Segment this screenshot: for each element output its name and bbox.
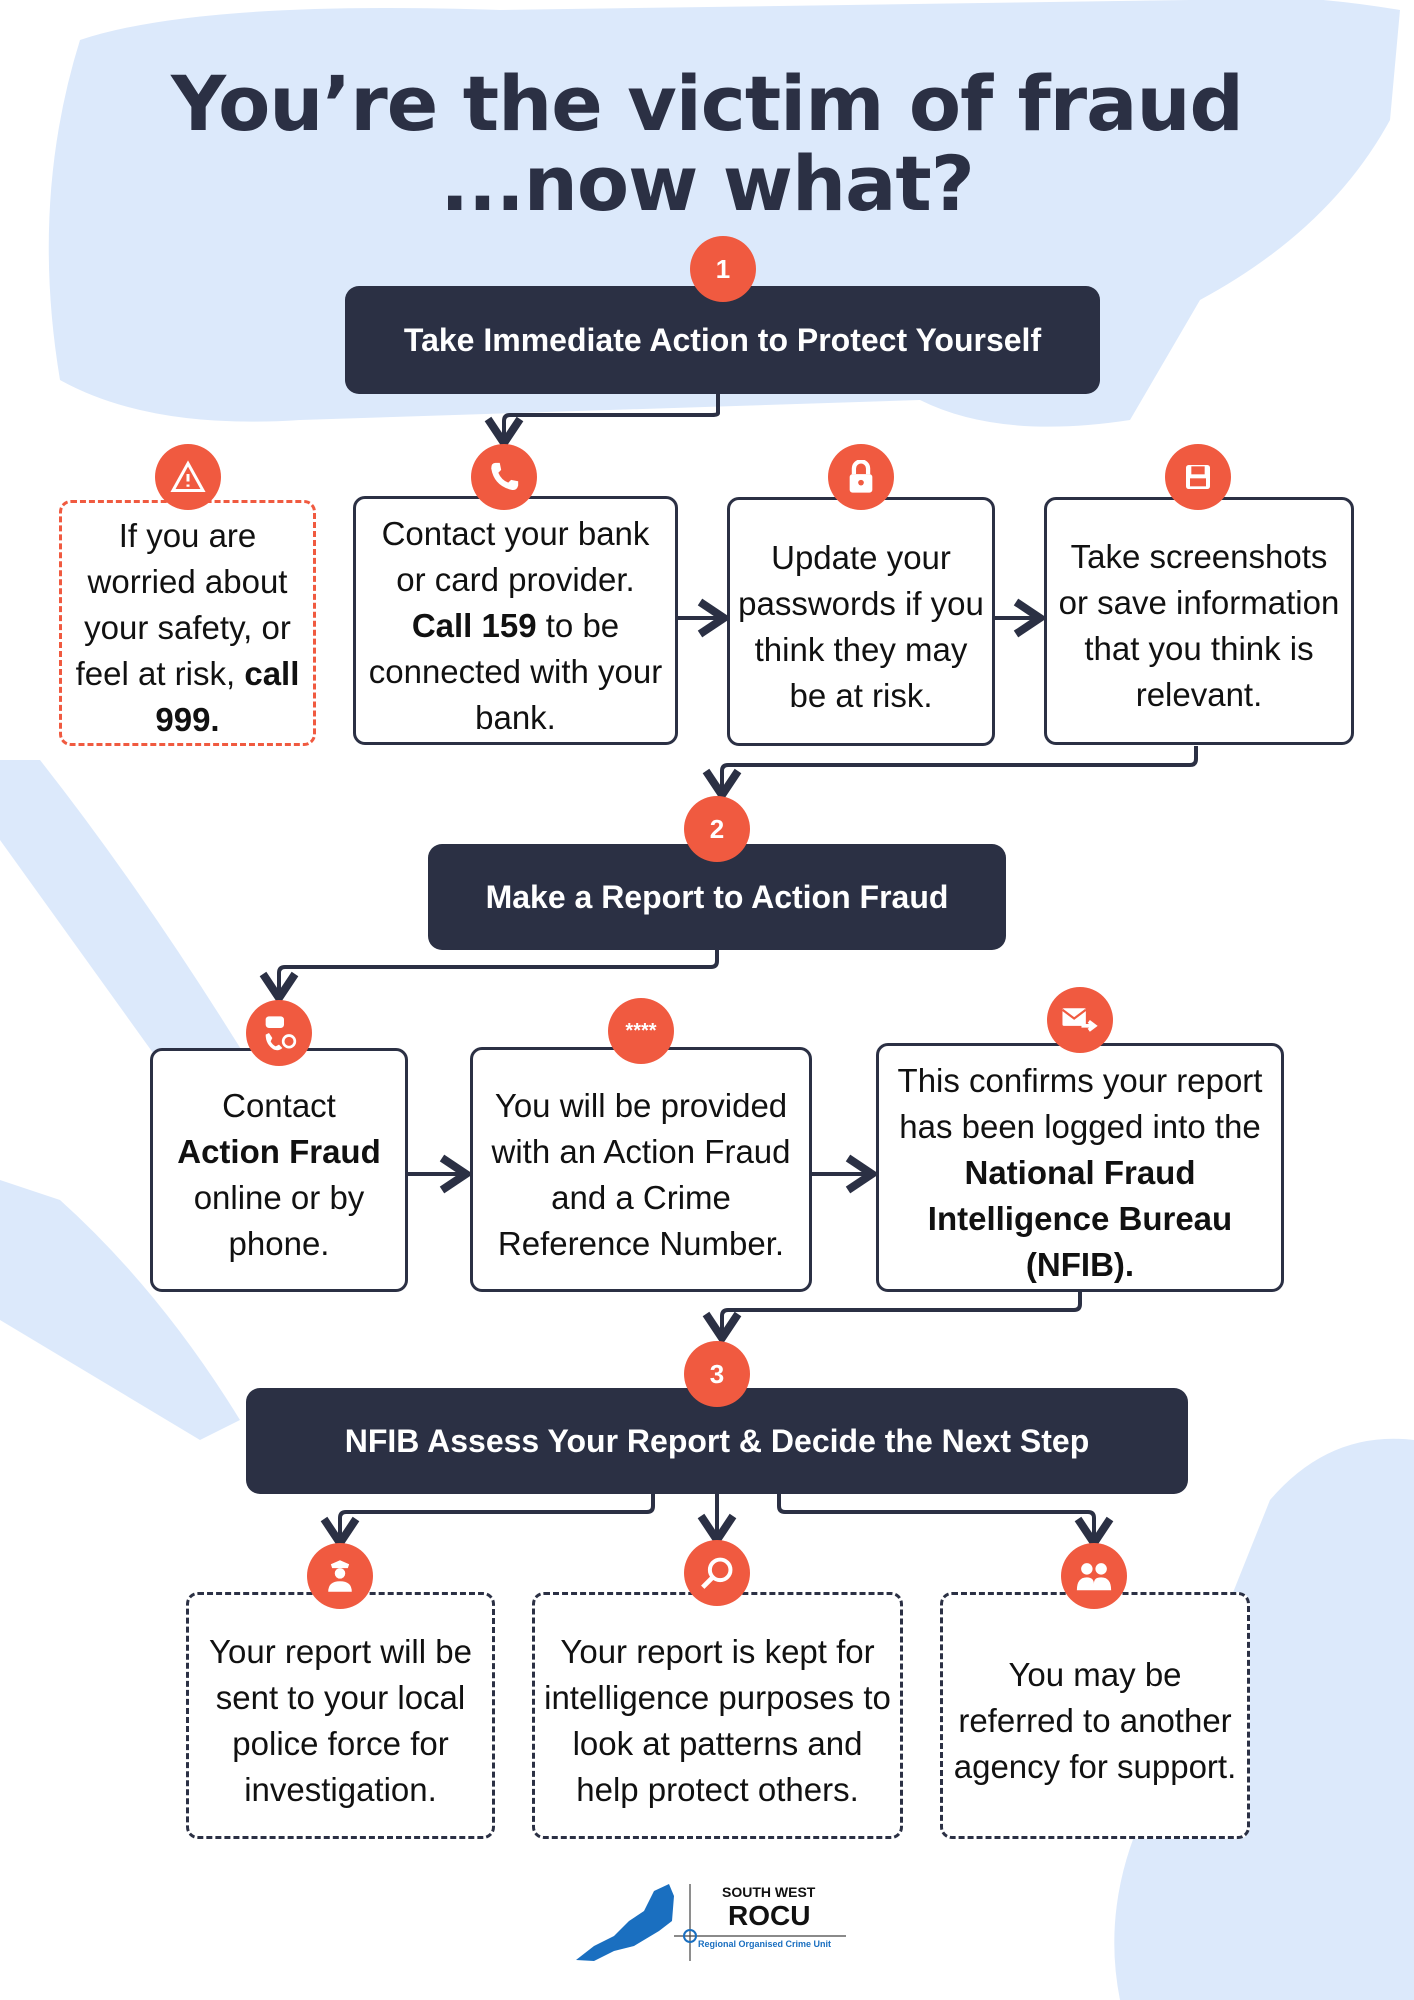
item-text: You will be provided with an Action Frau…: [491, 1086, 791, 1262]
rocu-logo: SOUTH WEST ROCU Regional Organised Crime…: [574, 1876, 846, 1966]
item-text: You may be referred to another agency fo…: [953, 1655, 1237, 1785]
item-text: online or by phone.: [193, 1179, 365, 1262]
page-title-line2: ...now what?: [440, 139, 975, 228]
phone-icon: [471, 444, 537, 510]
south-west-map-icon: [576, 1884, 846, 1961]
item-text: If you are worried about your safety, or…: [75, 517, 291, 692]
password-icon: ****: [608, 998, 674, 1064]
step1-item-safety: If you are worried about your safety, or…: [59, 500, 316, 746]
step2-item-reference: You will be provided with an Action Frau…: [470, 1047, 812, 1292]
step3-item-police: Your report will be sent to your local p…: [186, 1592, 495, 1839]
step-1-badge: 1: [690, 236, 756, 302]
step3-item-intelligence: Your report is kept for intelligence pur…: [532, 1592, 903, 1839]
item-bold-text: Action Fraud: [177, 1133, 381, 1170]
logo-line1: SOUTH WEST: [722, 1884, 816, 1900]
referral-icon: [1061, 1543, 1127, 1609]
item-text: This confirms your report has been logge…: [897, 1061, 1263, 1145]
item-text: Take screenshots or save information tha…: [1058, 538, 1340, 713]
item-text: Update your passwords if you think they …: [738, 538, 984, 714]
step3-item-referral: You may be referred to another agency fo…: [940, 1592, 1250, 1839]
search-icon: [684, 1540, 750, 1606]
item-text: Contact your bank or card provider.: [381, 514, 650, 598]
step1-item-screenshots: Take screenshots or save information tha…: [1044, 497, 1354, 745]
lock-icon: [828, 444, 894, 510]
page-title-line1: You’re the victim of fraud: [171, 59, 1244, 148]
item-bold-text: National Fraud Intelligence Bureau (NFIB…: [927, 1153, 1233, 1283]
step1-item-bank: Contact your bank or card provider. Call…: [353, 496, 678, 745]
step2-item-nfib: This confirms your report has been logge…: [876, 1043, 1284, 1292]
email-forward-icon: [1047, 987, 1113, 1053]
save-icon: [1165, 444, 1231, 510]
item-text: Your report will be sent to your local p…: [209, 1632, 472, 1808]
step-3-badge: 3: [684, 1341, 750, 1407]
logo-line3: Regional Organised Crime Unit: [698, 1939, 832, 1949]
logo-line2: ROCU: [728, 1900, 811, 1931]
item-bold-text: Call 159: [411, 606, 537, 644]
step1-item-passwords: Update your passwords if you think they …: [727, 497, 995, 746]
item-text: Contact: [222, 1087, 336, 1124]
item-bold-text: call 999.: [155, 655, 300, 738]
police-icon: [307, 1543, 373, 1609]
warning-icon: [155, 444, 221, 510]
step-2-badge: 2: [684, 796, 750, 862]
item-text: to be connected with your bank.: [368, 606, 663, 736]
item-text: Your report is kept for intelligence pur…: [544, 1632, 891, 1808]
contact-icon: [246, 1000, 312, 1066]
step-1-header: Take Immediate Action to Protect Yoursel…: [345, 286, 1100, 394]
